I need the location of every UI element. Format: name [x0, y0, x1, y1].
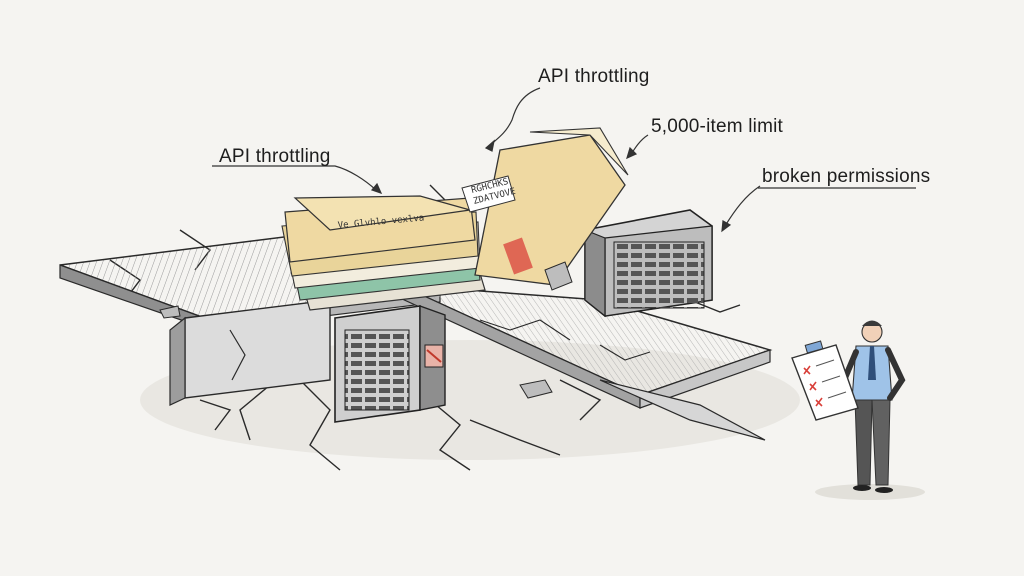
sticky-note: RGHCHKS ZDATVOVE — [461, 175, 517, 213]
annotation-item-limit: 5,000-item limit — [651, 116, 784, 137]
annotation-api-throttling-top: API throttling — [538, 66, 650, 87]
server-rack-right — [584, 209, 713, 318]
right-bridge-deck — [399, 284, 773, 441]
annotation-broken-permissions: broken permissions — [762, 166, 931, 187]
annotation-api-throttling-left: API throttling — [219, 146, 331, 167]
server-rack-center — [334, 305, 446, 423]
clipboard — [791, 340, 859, 421]
debris — [159, 261, 573, 399]
tilted-folder: RGHCHKS ZDATVOVE — [461, 127, 629, 286]
annotation-pointers — [212, 87, 916, 233]
paper-stack: Ve Glvhlo vexlva — [281, 195, 486, 311]
inspector-figure — [842, 320, 906, 493]
concrete-support — [169, 299, 331, 406]
